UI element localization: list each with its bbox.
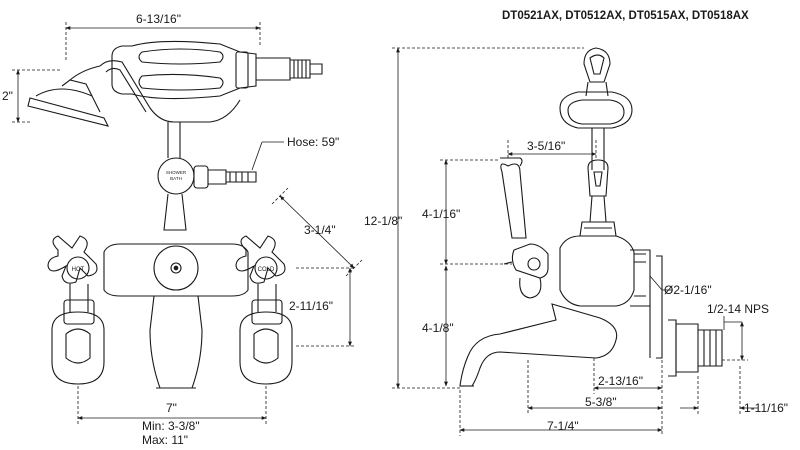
cold-cross-handle xyxy=(235,235,293,385)
dim-cradle-offset: 3-5/16" xyxy=(527,139,566,153)
diverter xyxy=(157,157,257,231)
dim-leg-height: 2-11/16" xyxy=(289,299,334,313)
side-view xyxy=(459,47,723,387)
side-dimension-lines xyxy=(392,47,758,436)
diverter-label-shower: SHOWER xyxy=(166,170,187,175)
dim-min: Min: 3-3/8" xyxy=(142,419,200,433)
dim-thread: 1/2-14 NPS xyxy=(707,302,770,316)
dim-overall-depth: 7-1/4" xyxy=(547,419,579,433)
hand-shower-head xyxy=(27,65,110,127)
dim-overall-height: 12-1/8" xyxy=(364,214,403,228)
front-dimension-lines xyxy=(12,22,363,424)
cold-label: COLD xyxy=(258,267,275,273)
dim-lower-height: 4-1/8" xyxy=(422,321,454,335)
model-numbers: DT0521AX, DT0512AX, DT0515AX, DT0518AX xyxy=(502,10,749,22)
dim-top-width: 6-13/16" xyxy=(136,12,181,26)
faucet-body xyxy=(103,243,249,389)
dim-diameter: Ø2-1/16" xyxy=(664,283,712,297)
dim-max: Max: 11" xyxy=(142,433,189,447)
dim-center-7: 7" xyxy=(166,401,177,415)
hot-cross-handle xyxy=(47,235,105,385)
cradle-arm xyxy=(99,60,241,158)
diverter-label-bath: BATH xyxy=(170,176,182,181)
dim-upper-height: 4-1/16" xyxy=(422,207,461,221)
dim-spout-to-wall: 2-13/16" xyxy=(598,374,643,388)
dim-shank: 1-11/16" xyxy=(744,401,789,415)
dim-handshower-height: 2" xyxy=(2,89,13,103)
dim-handle-reach: 3-1/4" xyxy=(304,223,336,237)
dim-hose: Hose: 59" xyxy=(287,135,340,149)
dim-spout-reach: 5-3/8" xyxy=(585,395,617,409)
front-view xyxy=(27,40,323,389)
hot-label: HOT xyxy=(72,267,85,273)
hand-shower-handle xyxy=(111,40,323,100)
